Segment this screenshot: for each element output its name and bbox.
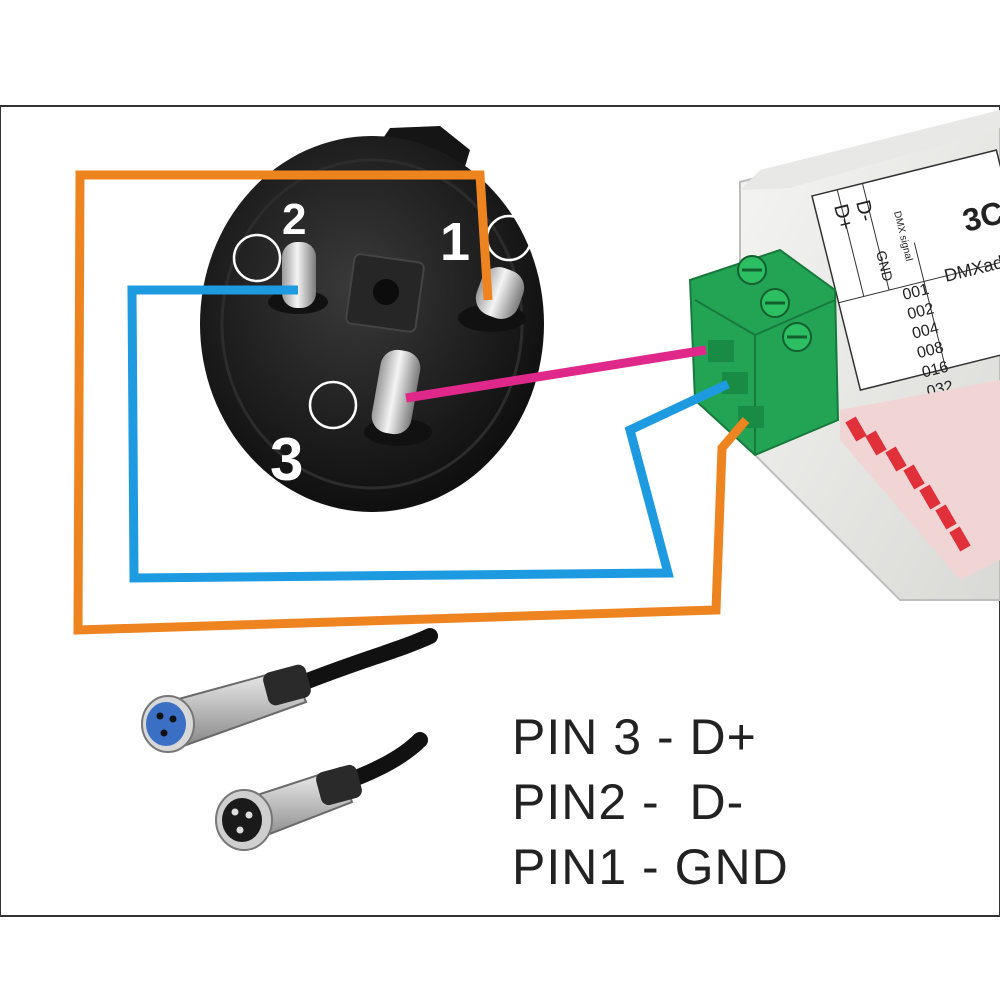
- controller-title: 3C: [959, 194, 1000, 239]
- legend-line-pin1: PIN1 - GND: [512, 839, 789, 895]
- address-value: 008: [915, 339, 945, 362]
- address-value: 004: [911, 320, 941, 343]
- controller-front-face: [740, 110, 1000, 190]
- pin-marker-2: [232, 233, 282, 283]
- xlr-cable-male: [215, 732, 428, 851]
- address-value: 001: [901, 281, 931, 304]
- pin-marker-3: [308, 380, 358, 430]
- address-value: 002: [906, 300, 936, 323]
- wire-dminus: [127, 285, 730, 583]
- dmx-controller: 3C D+ D- GND DMX signal DMXaddr 001 002 …: [688, 110, 1000, 601]
- terminal-block: [688, 248, 840, 457]
- dip-switch-bank: [840, 380, 1000, 580]
- female-insert-icon: [146, 702, 186, 746]
- pin-3: [364, 349, 432, 446]
- terminal-label-gnd: GND: [873, 249, 896, 283]
- wire-dplus: [405, 345, 707, 403]
- controller-label: [811, 149, 1000, 391]
- pin-label-1: 1: [440, 212, 470, 272]
- pin-label-2: 2: [282, 195, 306, 244]
- legend-line-pin3: PIN 3 - D+: [512, 709, 757, 765]
- terminal-label-dminus: D-: [851, 198, 877, 224]
- address-value: 016: [920, 359, 950, 382]
- legend-line-pin2: PIN2 - D-: [512, 774, 745, 830]
- male-insert-icon: [222, 798, 262, 842]
- xlr-cable-female: [141, 628, 438, 753]
- xlr-connector-rear: 2 1 3: [200, 126, 544, 512]
- wire-gnd: [73, 170, 750, 635]
- pin-label-3: 3: [270, 426, 303, 493]
